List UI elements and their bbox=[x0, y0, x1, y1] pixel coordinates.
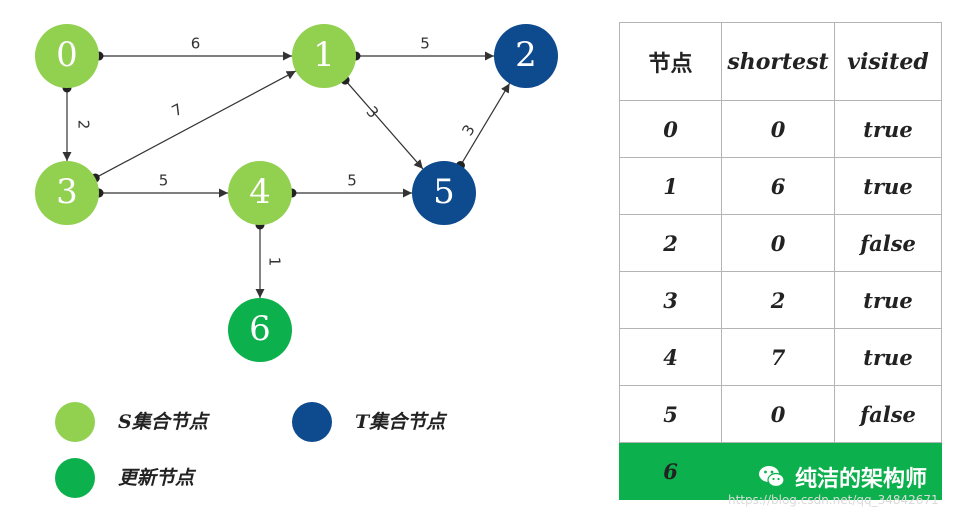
cell-visited bbox=[834, 442, 942, 500]
header-visited: visited bbox=[834, 22, 942, 101]
cell-visited: false bbox=[834, 214, 942, 272]
cell-shortest: 0 bbox=[721, 214, 835, 272]
cell-node: 2 bbox=[619, 214, 722, 272]
edge-weight-label: 7 bbox=[169, 100, 186, 120]
cell-node: 3 bbox=[619, 271, 722, 329]
edge-weight-label: 2 bbox=[75, 120, 93, 130]
edge-0-3: 2 bbox=[62, 83, 93, 161]
legend-item: 更新节点 bbox=[55, 458, 197, 498]
legend-item: S集合节点 bbox=[55, 402, 211, 442]
watermark: 纯洁的架构师 bbox=[757, 462, 927, 492]
shortest-path-table: 节点 shortest visited 0 0 true 1 6 true 2 … bbox=[619, 22, 942, 500]
header-shortest: shortest bbox=[721, 22, 835, 101]
table-row: 0 0 true bbox=[619, 100, 942, 158]
edge-weight-label: 3 bbox=[458, 122, 478, 139]
edge-weight-label: 5 bbox=[420, 35, 430, 53]
node-circle bbox=[292, 24, 356, 88]
legend-swatch bbox=[55, 458, 95, 498]
legend-label: 更新节点 bbox=[118, 467, 197, 489]
watermark-url: https://blog.csdn.net/qq_34842671 bbox=[728, 493, 939, 507]
table-header-row: 节点 shortest visited bbox=[619, 22, 942, 101]
cell-visited: true bbox=[834, 271, 942, 329]
cell-shortest: 2 bbox=[721, 271, 835, 329]
cell-visited: false bbox=[834, 385, 942, 443]
edge-3-4: 5 bbox=[94, 172, 228, 198]
cell-node: 1 bbox=[619, 157, 722, 215]
cell-node: 0 bbox=[619, 100, 722, 158]
cell-node: 4 bbox=[619, 328, 722, 386]
edge-4-6: 1 bbox=[255, 220, 284, 298]
edge-weight-label: 1 bbox=[266, 257, 284, 267]
cell-shortest: 7 bbox=[721, 328, 835, 386]
node-0: 0 bbox=[35, 24, 99, 88]
node-circle bbox=[228, 298, 292, 362]
node-circle bbox=[494, 24, 558, 88]
node-label: 6 bbox=[249, 309, 271, 349]
table-row: 2 0 false bbox=[619, 214, 942, 272]
header-node: 节点 bbox=[619, 22, 722, 101]
edge-weight-label: 6 bbox=[191, 35, 201, 53]
table-row: 4 7 true bbox=[619, 328, 942, 386]
table-row-highlighted: 6 bbox=[619, 442, 942, 500]
edge-1-5: 3 bbox=[340, 75, 424, 170]
wechat-icon bbox=[759, 466, 785, 488]
node-label: 3 bbox=[56, 172, 78, 212]
node-5: 5 bbox=[412, 161, 476, 225]
cell-shortest: 0 bbox=[721, 100, 835, 158]
node-3: 3 bbox=[35, 161, 99, 225]
table-row: 3 2 true bbox=[619, 271, 942, 329]
edge-4-5: 5 bbox=[287, 172, 412, 198]
cell-node: 6 bbox=[619, 442, 722, 500]
cell-shortest: 6 bbox=[721, 157, 835, 215]
edge-0-1: 6 bbox=[94, 35, 292, 61]
node-label: 5 bbox=[433, 172, 455, 212]
node-label: 0 bbox=[56, 35, 78, 75]
node-2: 2 bbox=[494, 24, 558, 88]
edge-weight-label: 5 bbox=[347, 172, 357, 190]
edge-5-2: 3 bbox=[455, 83, 511, 171]
cell-visited: true bbox=[834, 328, 942, 386]
legend-swatch bbox=[292, 402, 332, 442]
legend-item: T集合节点 bbox=[292, 402, 448, 442]
cell-node: 5 bbox=[619, 385, 722, 443]
table-row: 1 6 true bbox=[619, 157, 942, 215]
node-1: 1 bbox=[292, 24, 356, 88]
legend-label: T集合节点 bbox=[355, 411, 448, 433]
edge-1-2: 5 bbox=[351, 35, 494, 61]
node-6: 6 bbox=[228, 298, 292, 362]
node-circle bbox=[35, 161, 99, 225]
legend-label: S集合节点 bbox=[118, 411, 211, 433]
watermark-name: 纯洁的架构师 bbox=[795, 467, 928, 492]
node-circle bbox=[35, 24, 99, 88]
table-row: 5 0 false bbox=[619, 385, 942, 443]
legend-swatch bbox=[55, 402, 95, 442]
cell-shortest: 0 bbox=[721, 385, 835, 443]
cell-visited: true bbox=[834, 157, 942, 215]
node-4: 4 bbox=[228, 161, 292, 225]
cell-visited: true bbox=[834, 100, 942, 158]
node-label: 1 bbox=[313, 35, 335, 75]
edge-weight-label: 5 bbox=[159, 172, 169, 190]
node-label: 2 bbox=[515, 35, 537, 75]
node-circle bbox=[412, 161, 476, 225]
node-label: 4 bbox=[249, 172, 271, 212]
node-circle bbox=[228, 161, 292, 225]
